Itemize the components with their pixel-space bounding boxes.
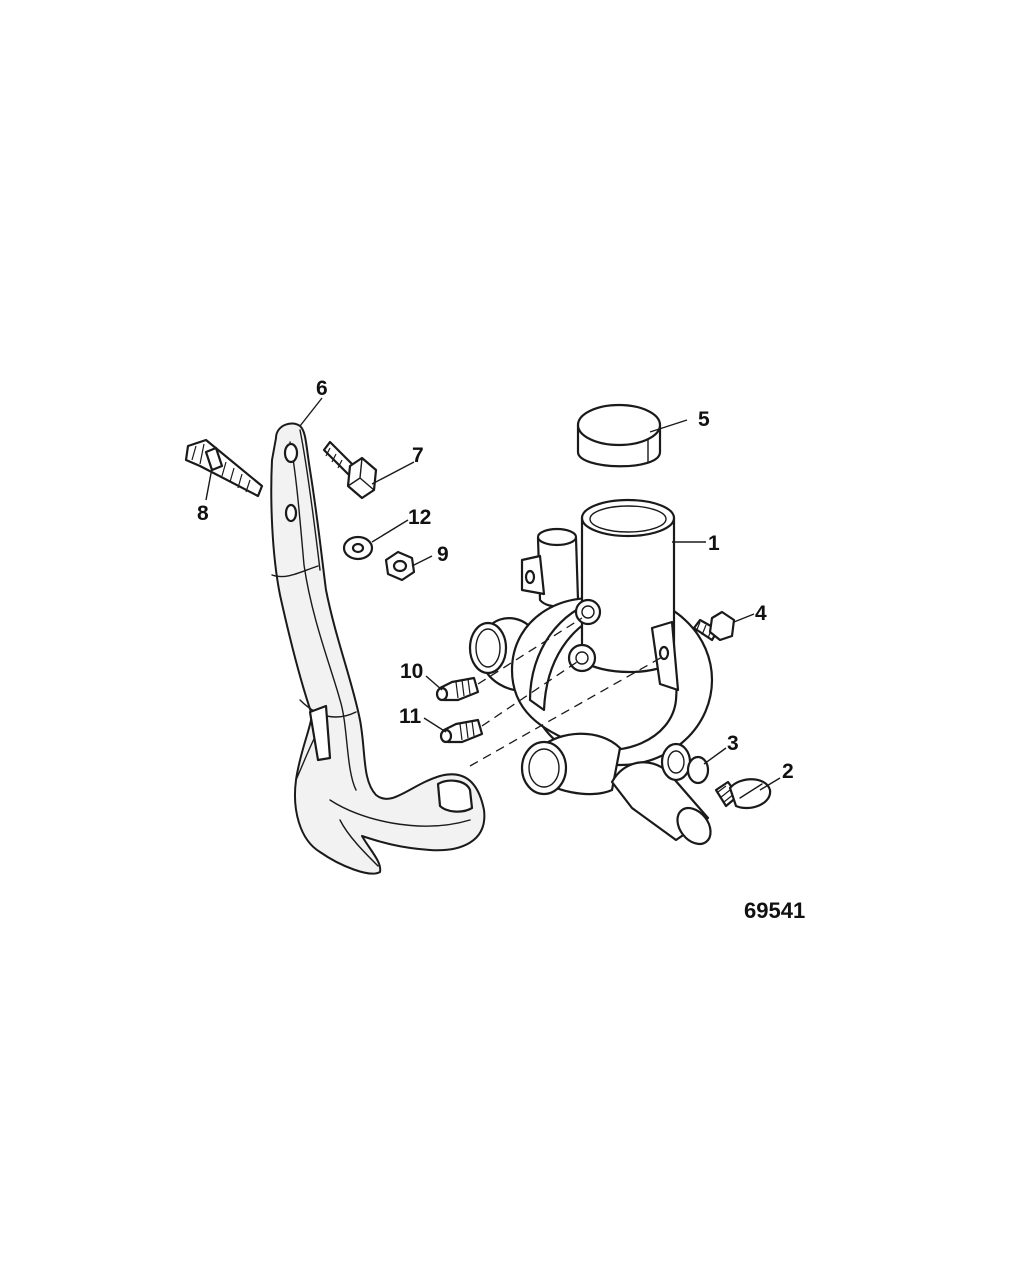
callout-3: 3 — [727, 732, 739, 755]
leader-lines — [205, 397, 781, 791]
callout-10: 10 — [400, 660, 423, 683]
callout-labels: 1 2 3 4 5 6 7 8 9 10 11 12 — [197, 377, 794, 783]
bracket-part — [270, 422, 486, 875]
o-ring-part — [686, 755, 710, 785]
callout-8: 8 — [197, 502, 209, 525]
flange-bolt-part — [692, 610, 736, 642]
callout-6: 6 — [316, 377, 328, 400]
nut-part — [384, 550, 416, 582]
drain-plug-part — [714, 778, 772, 810]
housing-part — [468, 498, 714, 846]
figure-number: 69541 — [744, 898, 805, 923]
washer-part — [342, 535, 374, 561]
bolt-part — [322, 440, 378, 500]
callout-7: 7 — [412, 444, 424, 467]
callout-1: 1 — [708, 532, 720, 555]
stud-part — [184, 438, 264, 498]
fitting-part-10 — [435, 676, 480, 702]
callout-11: 11 — [399, 705, 422, 728]
callout-12: 12 — [408, 506, 431, 529]
fitting-part-11 — [439, 718, 484, 744]
callout-5: 5 — [698, 408, 710, 431]
callout-4: 4 — [755, 602, 767, 625]
callout-2: 2 — [782, 760, 794, 783]
callout-9: 9 — [437, 543, 449, 566]
cap-part — [576, 403, 662, 468]
alignment-lines — [469, 617, 665, 767]
